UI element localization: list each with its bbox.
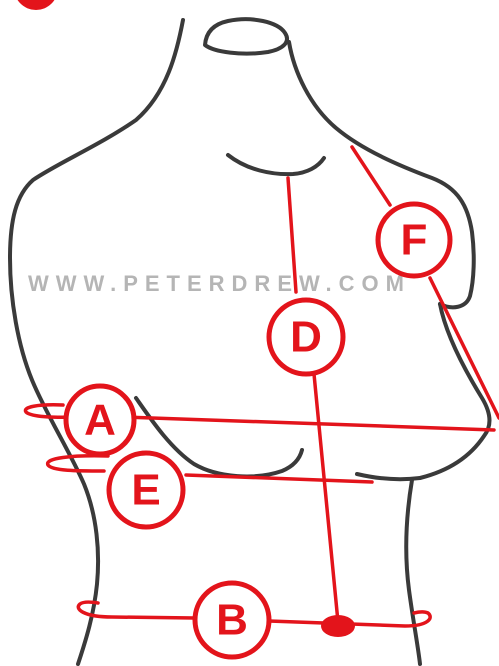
badge-e-label: E [131,466,160,515]
torso-right-waist-outline [406,480,420,664]
torso-outline [10,19,489,664]
badge-f: F [378,204,450,276]
badge-f-label: F [401,216,428,265]
badge-a-label: A [84,396,116,445]
badge-a: A [66,386,134,454]
neckline-outline [228,155,324,174]
measure-line-f-lower [430,278,499,418]
underbust-right-outline [357,474,420,479]
badge-e: E [109,453,183,527]
measure-line-e-main [186,475,372,482]
measure-line-b [78,602,195,618]
watermark-text: WWW.PETERDREW.COM [28,271,411,296]
neck-top-outline [205,19,287,53]
badge-b: B [195,583,269,657]
measure-line-a-main [125,417,494,430]
badge-b-label: B [216,596,248,645]
badge-d: D [269,300,343,374]
torso-left-outline [10,20,183,664]
torso-right-shoulder-outline [289,42,474,307]
corner-badge-fragment [14,0,58,10]
badge-d-label: D [290,313,322,362]
waist-point-marker [321,615,355,637]
measure-line-d-lower [314,374,338,622]
